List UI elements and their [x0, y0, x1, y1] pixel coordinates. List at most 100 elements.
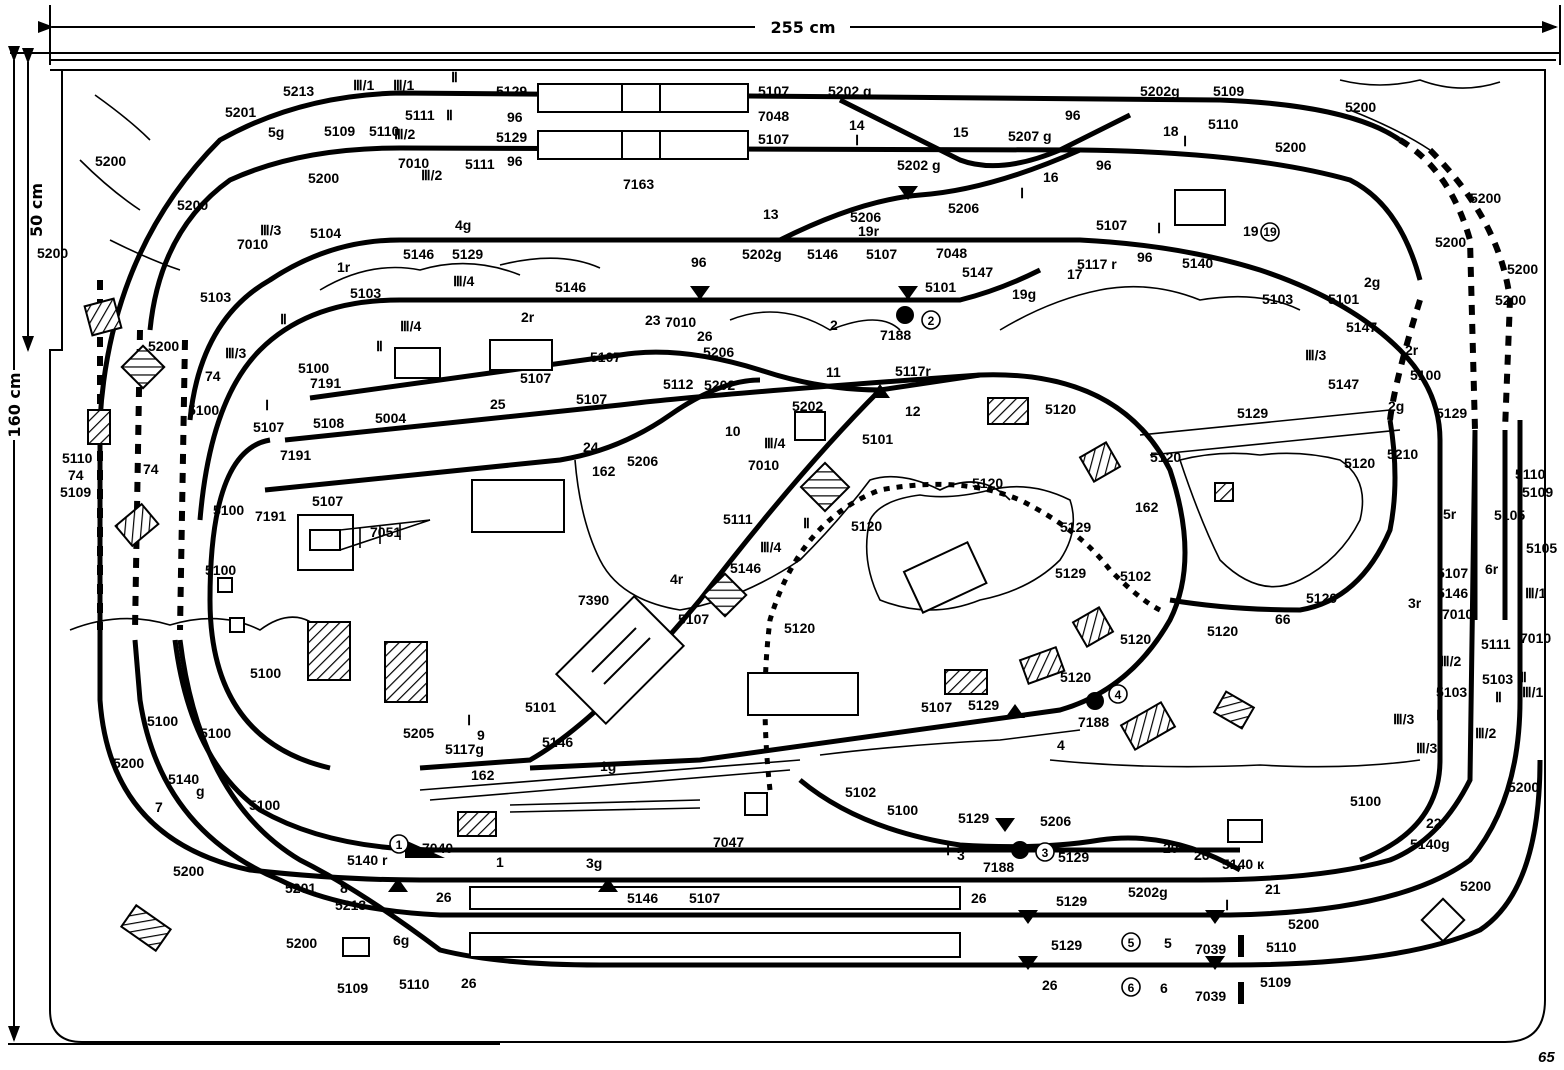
track-part-label: 5107 — [576, 391, 607, 407]
track-part-label: 5200 — [95, 153, 126, 169]
track-part-label: 5107 — [758, 83, 789, 99]
track-part-label: 2g — [1364, 274, 1380, 290]
track-part-label: 6g — [393, 932, 409, 948]
track-part-label: 2 — [830, 317, 838, 333]
track-part-label: 5107 — [520, 370, 551, 386]
track-part-label: 10 — [725, 423, 741, 439]
track-part-label: 5147 — [1328, 376, 1359, 392]
track-part-label: 1g — [600, 758, 616, 774]
track-part-label: Ⅱ — [376, 338, 383, 354]
track-part-label: 23 — [645, 312, 661, 328]
track-part-label: 19g — [1012, 286, 1036, 302]
track-part-label: 1 — [496, 854, 504, 870]
track-part-label: 5120 — [1120, 631, 1151, 647]
track-part-label: 5120 — [851, 518, 882, 534]
track-part-label: 7191 — [310, 375, 341, 391]
track-part-label: 96 — [507, 109, 523, 125]
track-part-label: 7188 — [983, 859, 1014, 875]
track-part-label: 5201 — [285, 880, 316, 896]
track-part-label: 5100 — [298, 360, 329, 376]
track-part-label: 5129 — [1058, 849, 1089, 865]
marker-3-number: 3 — [1042, 846, 1049, 860]
track-part-label: 7010 — [398, 155, 429, 171]
track-part-label: 5107 — [678, 611, 709, 627]
track-part-label: 5200 — [37, 245, 68, 261]
track-part-label: 5120 — [1150, 449, 1181, 465]
track-part-label: 7188 — [1078, 714, 1109, 730]
track-part-label: Ⅰ — [855, 132, 859, 148]
track-part-label: Ⅲ/4 — [453, 273, 475, 289]
track-part-label: 5140 — [168, 771, 199, 787]
track-part-label: 5108 — [313, 415, 344, 431]
track-part-label: 5117 r — [1077, 256, 1117, 272]
track-part-label: 5213 — [283, 83, 314, 99]
track-part-label: 5107 — [921, 699, 952, 715]
track-part-label: 3g — [586, 855, 602, 871]
track-part-label: 5110 — [399, 976, 430, 992]
marker-1-number: 1 — [396, 838, 403, 852]
track-part-label: 5146 — [627, 890, 658, 906]
track-part-label: 5100 — [147, 713, 178, 729]
track-part-label: 5200 — [148, 338, 179, 354]
track-part-label: 66 — [1275, 611, 1291, 627]
track-part-label: 5105 — [1494, 507, 1525, 523]
track-part-label: 5129 — [1060, 519, 1091, 535]
track-part-label: 5107 — [312, 493, 343, 509]
track-part-label: 6r — [1485, 561, 1499, 577]
track-part-label: 5111 — [405, 107, 435, 123]
track-part-label: 5120 — [1344, 455, 1375, 471]
track-part-label: 5100 — [200, 725, 231, 741]
width-dimension-label: 255 cm — [770, 18, 835, 37]
track-part-label: 5147 — [962, 264, 993, 280]
track-part-label: Ⅲ/3 — [225, 345, 247, 361]
track-part-label: 26 — [697, 328, 713, 344]
track-part-label: 5100 — [1410, 367, 1441, 383]
track-part-label: 5107 — [1096, 217, 1127, 233]
track-part-label: Ⅱ — [1436, 707, 1443, 723]
track-part-label: 26 — [436, 889, 452, 905]
track-part-label: 162 — [471, 767, 495, 783]
marker-19: 19 — [1260, 222, 1280, 242]
track-part-label: 5206 — [948, 200, 979, 216]
track-part-label: 5120 — [972, 475, 1003, 491]
track-part-label: 18 — [1163, 123, 1179, 139]
track-part-label: 5120 — [1045, 401, 1076, 417]
marker-1: 1 — [389, 834, 409, 854]
track-part-label: 5111 — [1481, 636, 1511, 652]
track-part-label: 96 — [507, 153, 523, 169]
track-part-label: 7040 — [422, 840, 453, 856]
track-part-label: 7188 — [880, 327, 911, 343]
track-part-label: 5107 — [1437, 565, 1468, 581]
track-part-label: 5100 — [188, 402, 219, 418]
marker-2: 2 — [921, 310, 941, 330]
track-part-label: 5110 — [62, 450, 93, 466]
track-part-label: 5103 — [1436, 684, 1467, 700]
track-part-label: 5110 — [369, 123, 400, 139]
track-part-label: 5200 — [1288, 916, 1319, 932]
track-part-label: 5105 — [1526, 540, 1557, 556]
track-part-label: 5147 — [1346, 319, 1377, 335]
track-part-label: 5206 — [1040, 813, 1071, 829]
track-part-label: 4g — [455, 217, 471, 233]
track-part-label: 5140 — [1182, 255, 1213, 271]
track-part-label: 162 — [592, 463, 616, 479]
marker-5: 5 — [1121, 932, 1141, 952]
track-part-label: Ⅰ — [946, 842, 950, 858]
track-part-label: 1r — [337, 259, 351, 275]
signal-markers — [388, 186, 1244, 1004]
track-part-label: 5140 к — [1222, 856, 1265, 872]
track-part-label: Ⅲ/1 — [1525, 585, 1547, 601]
track-part-label: 12 — [905, 403, 921, 419]
track-part-label: 5104 — [310, 225, 341, 241]
track-part-label: Ⅲ/2 — [421, 167, 443, 183]
circled-markers: 1 2 3 4 5 6 19 — [389, 222, 1280, 997]
track-part-label: 5129 — [958, 810, 989, 826]
track-part-label: 5107 — [866, 246, 897, 262]
marker-19-number: 19 — [1263, 225, 1277, 239]
track-part-label: 5201 — [225, 104, 256, 120]
track-part-label: 7010 — [237, 236, 268, 252]
marker-5-number: 5 — [1128, 936, 1135, 950]
track-part-label: 24 — [583, 439, 599, 455]
track-part-label: 19 — [1243, 223, 1259, 239]
